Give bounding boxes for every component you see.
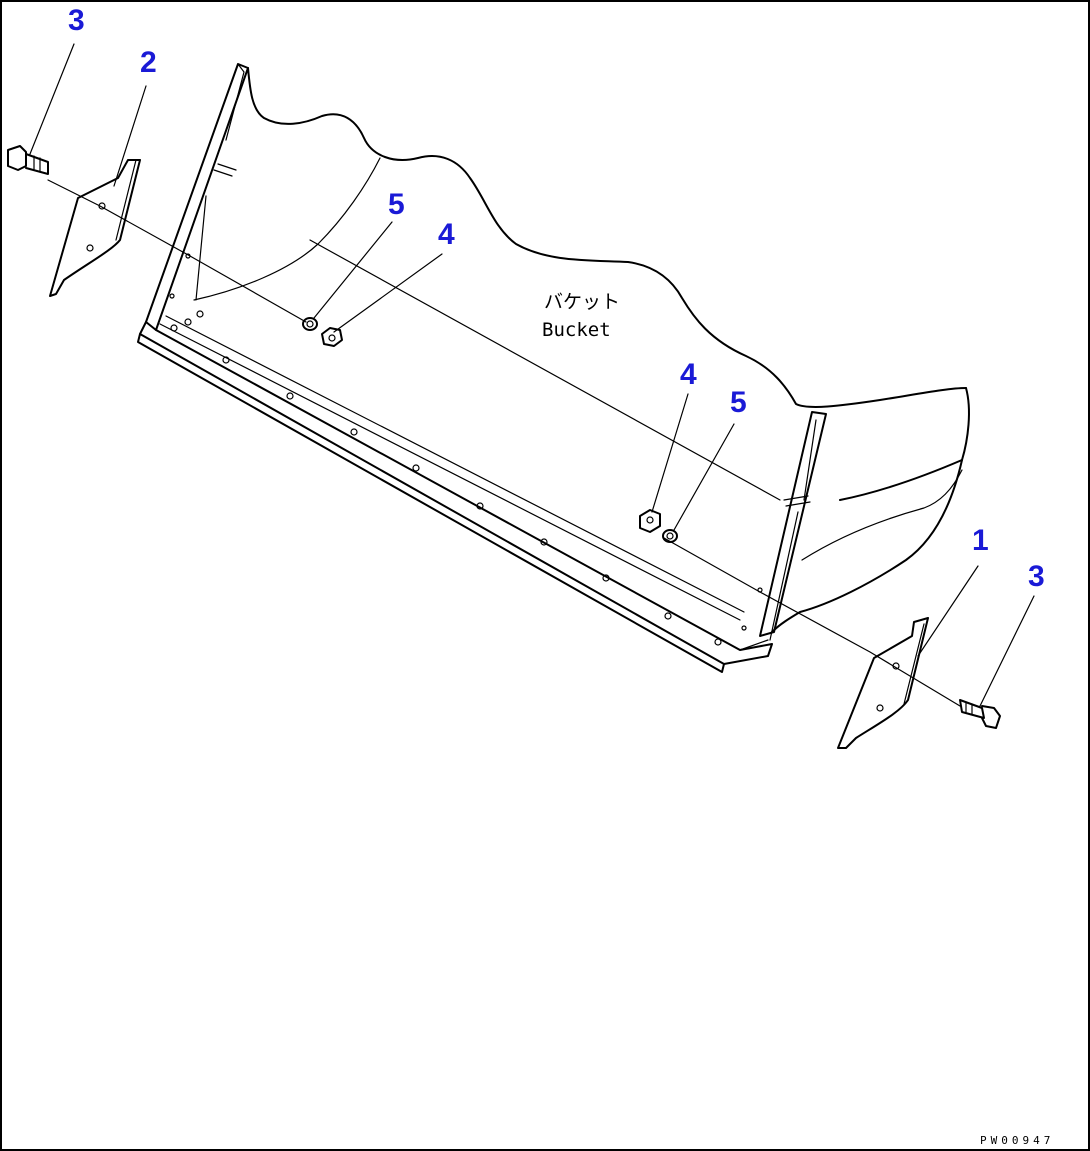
leader-3-left (29, 43, 75, 155)
bolt-right (959, 699, 1001, 729)
leader-5-left (313, 221, 393, 319)
cutting-edge (139, 321, 773, 665)
center-axis-line (309, 239, 781, 501)
callout-3-right: 3 (1028, 560, 1045, 593)
bucket-label-en: Bucket (542, 319, 611, 341)
leader-2 (113, 85, 147, 187)
callout-5-right: 5 (730, 386, 747, 419)
callout-5-left: 5 (388, 188, 405, 221)
leader-5-right (673, 423, 735, 531)
left-axis-line-upper (47, 179, 307, 323)
nut-left (321, 327, 343, 347)
callout-2: 2 (140, 46, 157, 79)
bucket-label-jp: バケット (544, 291, 620, 313)
leader-lines (29, 43, 1035, 707)
callout-3-left: 3 (68, 4, 85, 37)
callout-numbers: 3 2 5 4 4 5 1 3 (68, 4, 1045, 593)
bucket-break-line (247, 67, 967, 408)
assembly-axis-lines (47, 179, 961, 707)
nut-right (639, 509, 661, 533)
right-side-plate (759, 411, 827, 637)
callout-4-right: 4 (680, 358, 697, 391)
bucket-inner-line (801, 469, 963, 561)
right-axis-line (663, 537, 961, 707)
callout-4-left: 4 (438, 218, 455, 251)
side-cutter-right (837, 617, 929, 749)
bucket-bottom-curve (771, 459, 963, 633)
leader-1 (917, 565, 979, 657)
washer-left (302, 317, 318, 331)
washer-right (662, 529, 678, 543)
leader-4-right (651, 393, 689, 513)
bucket-top-curve (839, 459, 963, 501)
leader-4-left (333, 253, 443, 333)
bucket (137, 63, 970, 673)
bucket-right-contour (961, 387, 970, 461)
side-cutter-left (49, 159, 141, 297)
leader-3-right (979, 595, 1035, 707)
bolt-left (7, 145, 49, 175)
drawing-code: PW00947 (980, 1134, 1054, 1147)
callout-1: 1 (972, 524, 989, 557)
